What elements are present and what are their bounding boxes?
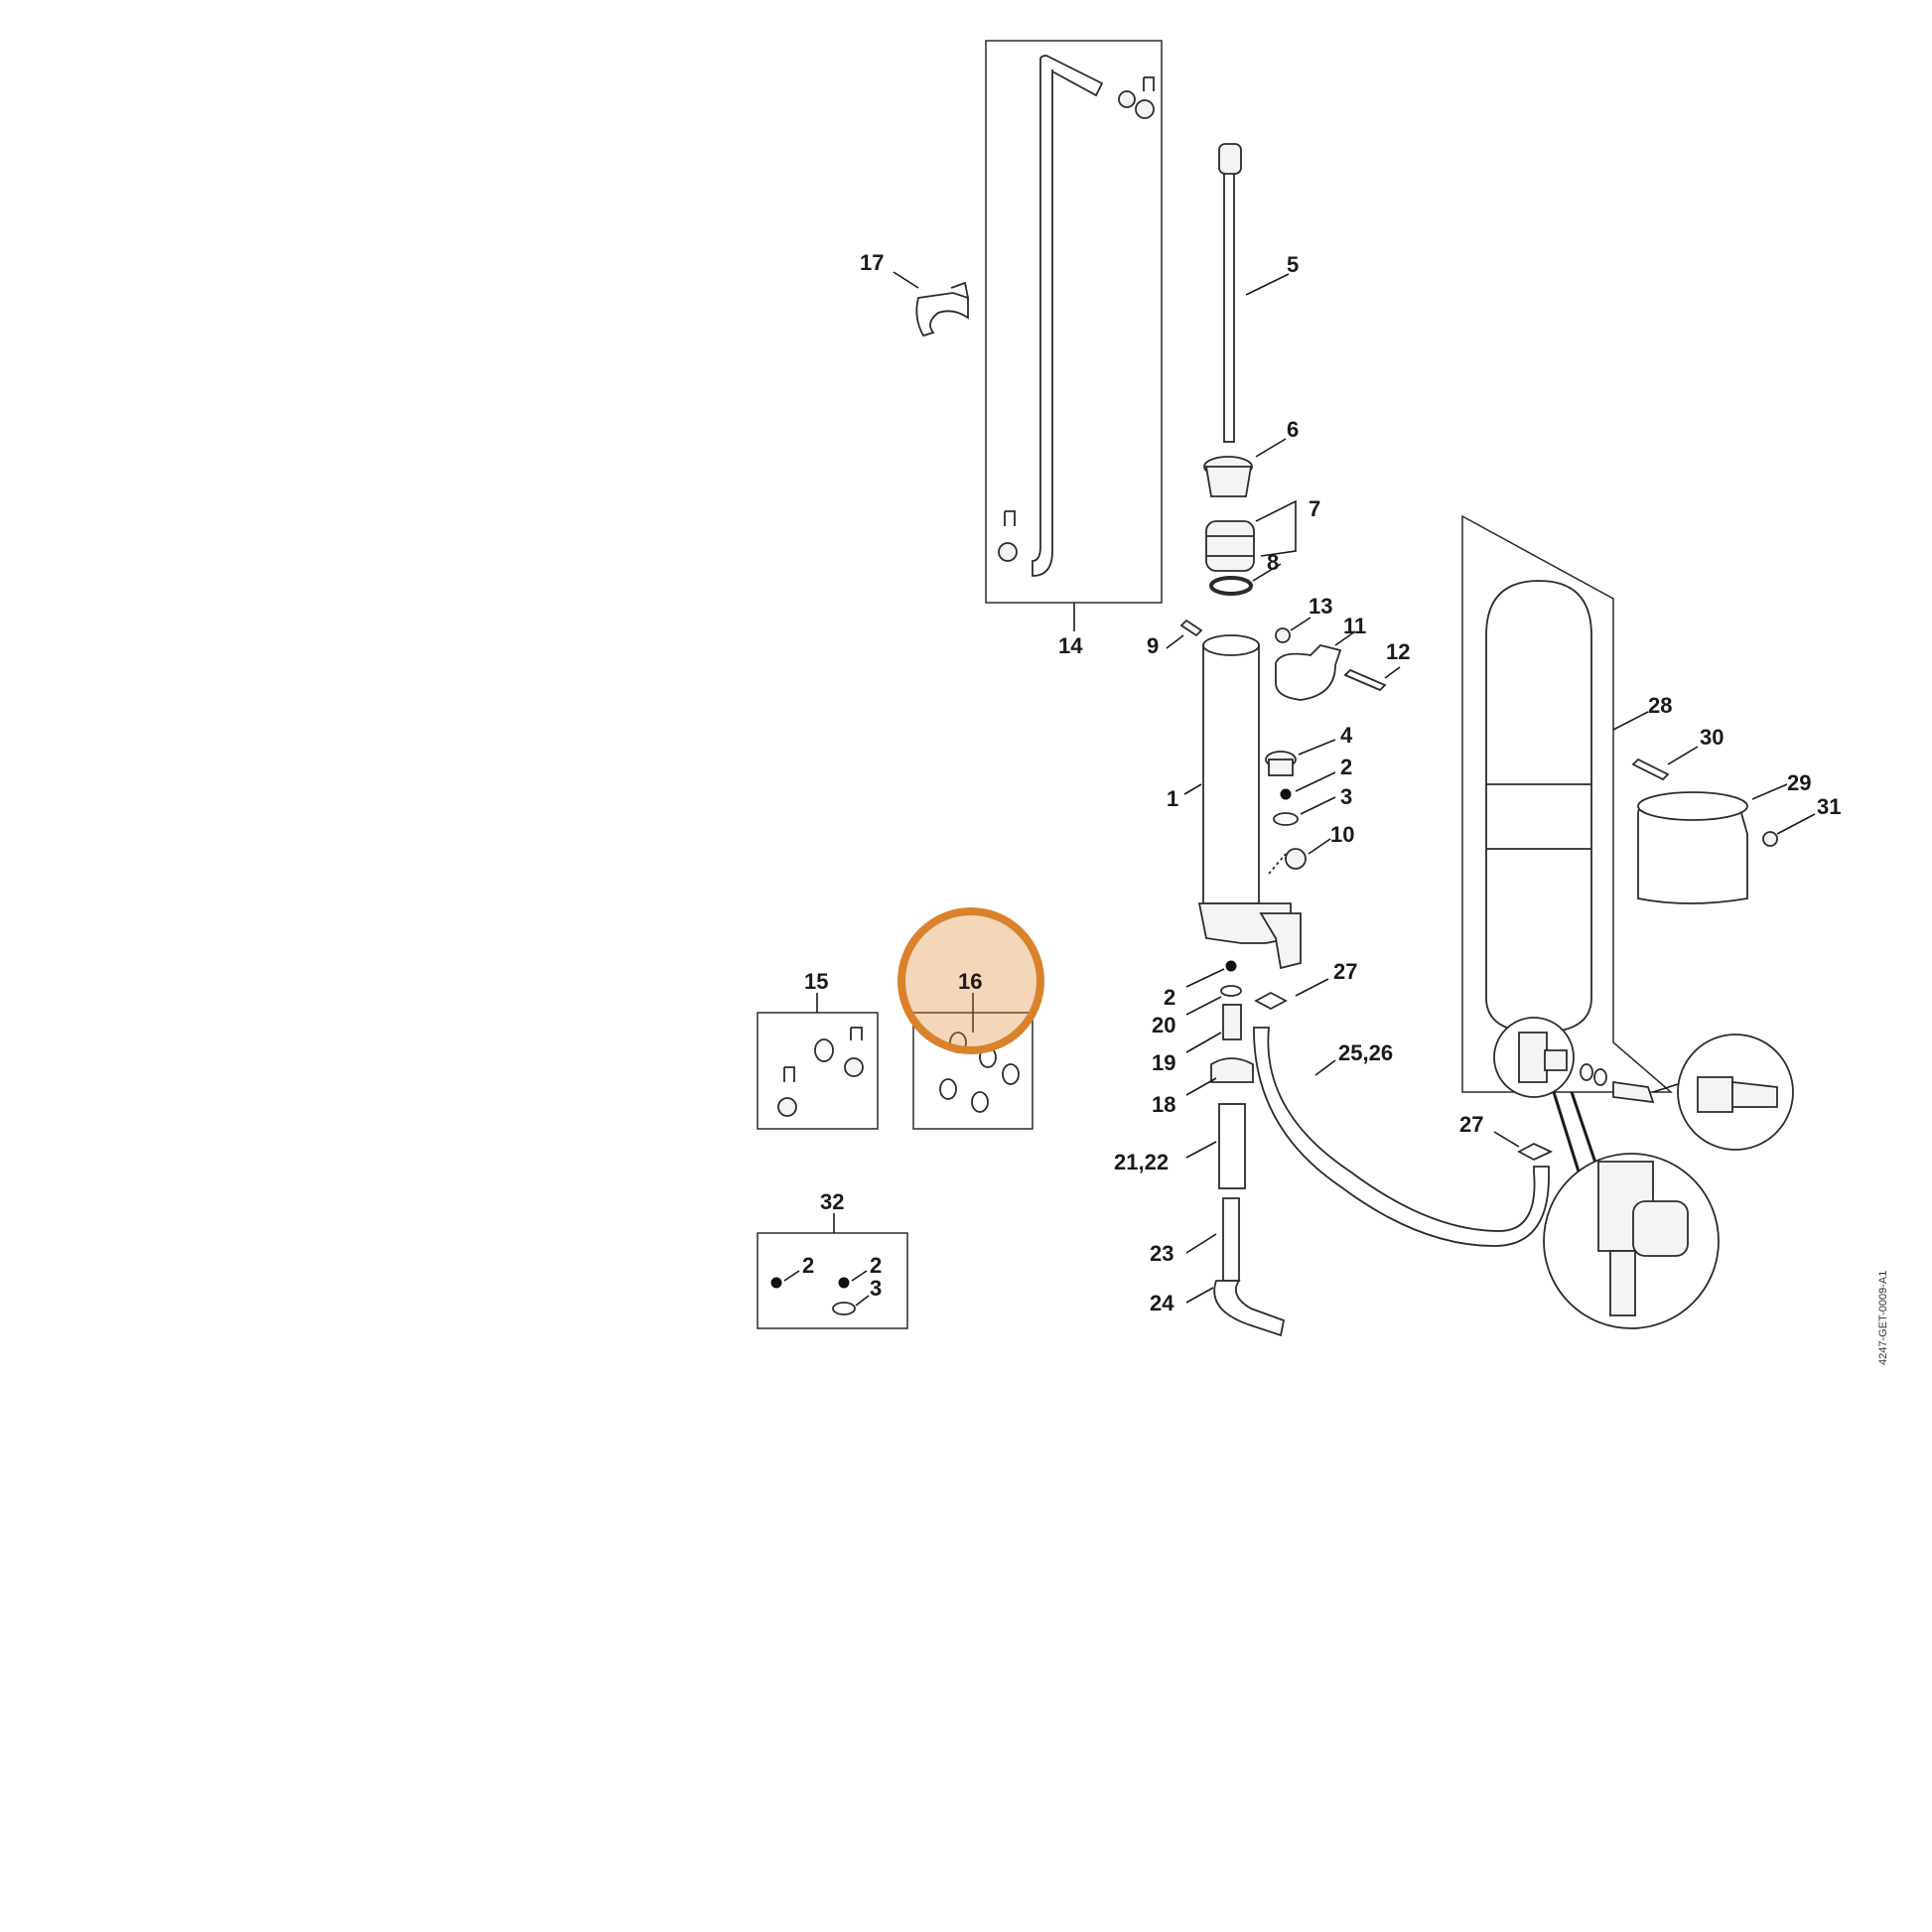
part-8-o-ring [1209,576,1253,596]
callout-6[interactable]: 6 [1287,417,1299,442]
callout-2-kit-a[interactable]: 2 [802,1253,814,1278]
callout-16[interactable]: 16 [958,969,982,994]
part-20-o-ring [1220,985,1242,997]
part-12-screw [1343,668,1387,692]
part-10-fitting [1285,848,1307,870]
callout-1[interactable]: 1 [1167,786,1178,811]
callout-9[interactable]: 9 [1147,633,1159,658]
highlight-circle-16[interactable] [897,907,1044,1054]
detail-view-small [1677,1034,1794,1151]
part-29-clamp [1637,791,1748,904]
callout-25-26[interactable]: 25,26 [1338,1040,1393,1065]
callout-31[interactable]: 31 [1817,794,1841,819]
part-30-screw [1631,758,1670,781]
callout-32[interactable]: 32 [820,1189,844,1214]
callout-4[interactable]: 4 [1340,723,1353,748]
part-5-rod [1218,143,1242,443]
part-19-nipple [1222,1004,1242,1040]
part-1-cylinder [1197,634,1302,970]
callout-13[interactable]: 13 [1309,594,1332,619]
part-17-clip [915,281,969,338]
callout-2-upper[interactable]: 2 [1340,755,1352,779]
callout-21-22[interactable]: 21,22 [1114,1150,1169,1174]
callout-27-lower[interactable]: 27 [1459,1112,1483,1137]
callout-24[interactable]: 24 [1150,1291,1174,1315]
part-18-nut [1210,1057,1254,1083]
callout-8[interactable]: 8 [1267,550,1279,575]
callout-23[interactable]: 23 [1150,1241,1173,1266]
callout-12[interactable]: 12 [1386,639,1410,664]
part-4-cap [1265,751,1297,776]
callout-29[interactable]: 29 [1787,770,1811,795]
part-24-elbow [1213,1280,1286,1337]
callout-11[interactable]: 11 [1343,614,1366,638]
part-21-22-sleeve [1218,1103,1246,1189]
part-31-nut [1762,831,1778,847]
callout-19[interactable]: 19 [1152,1050,1175,1075]
kit-32-box [757,1213,908,1329]
callout-30[interactable]: 30 [1700,725,1724,750]
callout-14[interactable]: 14 [1058,633,1083,658]
part-2-ball [1280,788,1292,800]
callout-2-lower[interactable]: 2 [1164,985,1175,1010]
part-6-fitting [1203,456,1253,497]
part-13-nut [1275,627,1291,643]
callout-17[interactable]: 17 [860,250,884,275]
kit-15-box [757,993,879,1130]
callout-7[interactable]: 7 [1309,496,1320,521]
part-14-lever-assembly [985,40,1163,604]
part-27-clamp-2 [1517,1142,1554,1162]
document-code: 4247-GET-0009-A1 [1877,1271,1889,1365]
connector-fitting [1580,1063,1679,1104]
part-3-o-ring [1273,812,1299,826]
callout-27-upper[interactable]: 27 [1333,959,1357,984]
callout-3-upper[interactable]: 3 [1340,784,1352,809]
callout-10[interactable]: 10 [1330,822,1354,847]
part-9-screw [1179,619,1203,637]
callout-20[interactable]: 20 [1152,1013,1175,1037]
callout-18[interactable]: 18 [1152,1092,1175,1117]
part-7-piston [1205,520,1255,572]
callout-15[interactable]: 15 [804,969,828,994]
callout-3-kit[interactable]: 3 [870,1276,882,1301]
part-2-ball-lower [1225,960,1237,972]
part-27-clamp [1254,991,1288,1011]
part-28-accumulator [1461,514,1674,1098]
callout-labels: 17 5 6 7 8 14 9 13 11 12 28 30 29 31 4 2… [802,250,1841,1315]
part-25-26-hose [1253,1027,1550,1247]
callout-5[interactable]: 5 [1287,252,1299,277]
detail-view-large [1543,1091,1720,1329]
callout-28[interactable]: 28 [1648,693,1672,718]
part-23-tube [1222,1197,1240,1282]
part-11-clamp [1275,644,1342,701]
callout-2-kit-b[interactable]: 2 [870,1253,882,1278]
